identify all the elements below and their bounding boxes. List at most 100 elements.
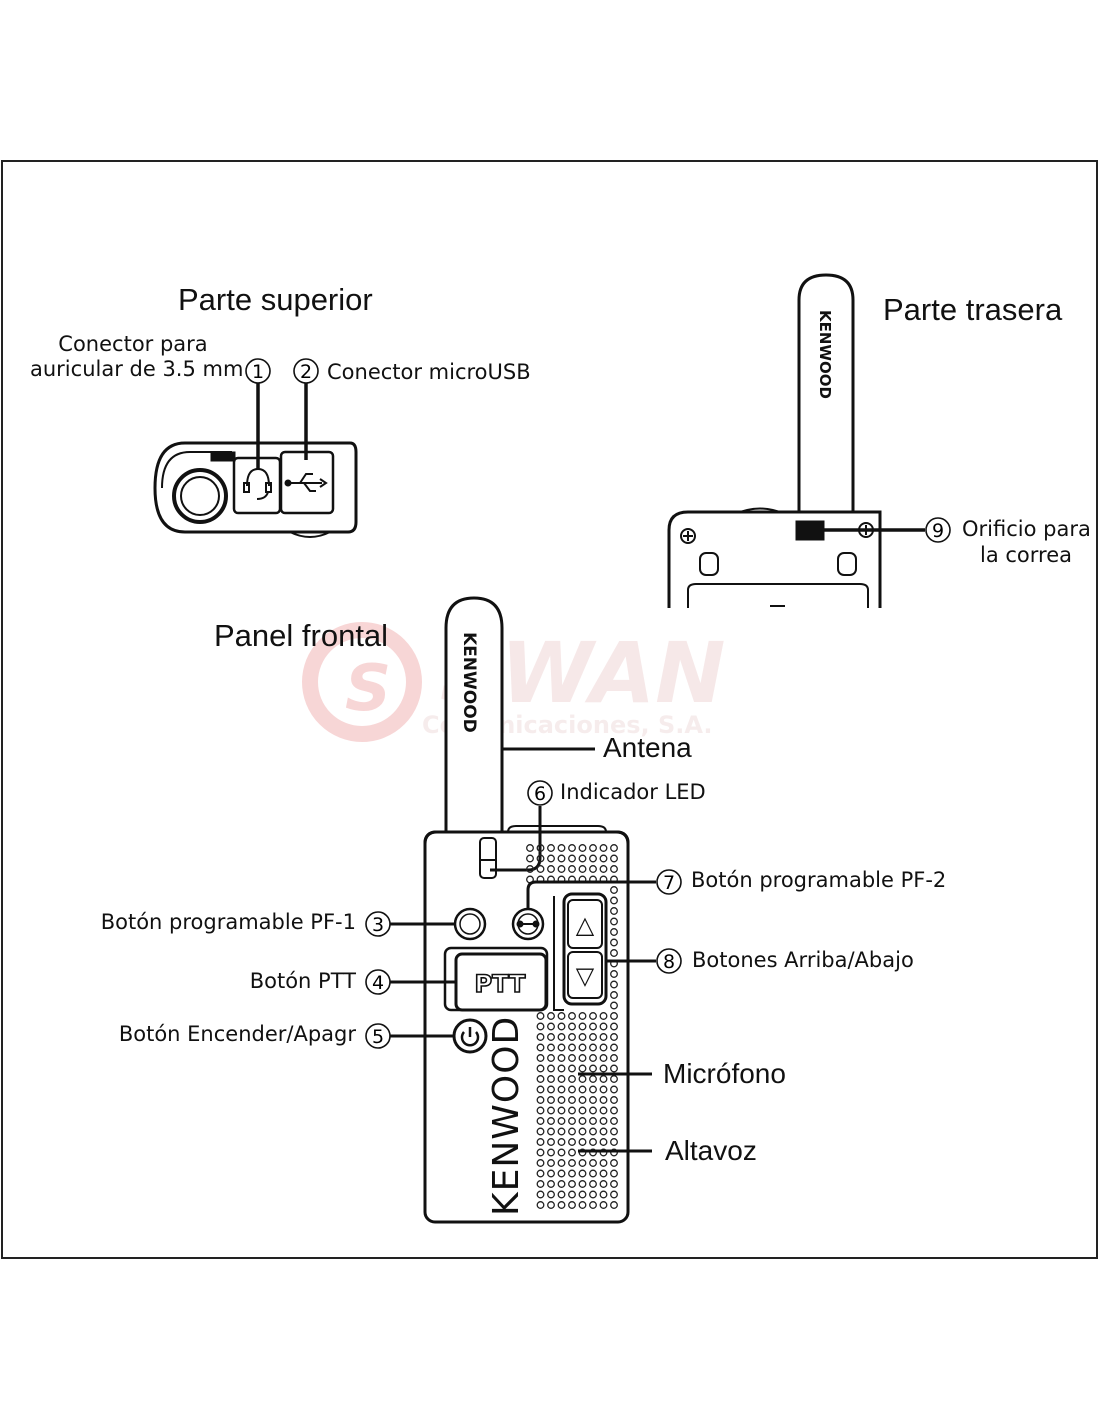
grille-hole	[578, 865, 587, 873]
back-antenna-brand: KENWOOD	[816, 310, 834, 399]
grille-hole	[568, 1033, 576, 1041]
grille-hole	[557, 1033, 566, 1041]
grille-hole	[599, 865, 608, 873]
grille-hole	[536, 1190, 545, 1199]
callout-1-label-line2: auricular de 3.5 mm	[30, 357, 244, 381]
grille-hole	[536, 854, 545, 863]
grille-hole	[599, 1106, 608, 1115]
grille-hole	[547, 1096, 555, 1104]
grille-hole	[589, 1159, 597, 1167]
callout-9-label-line1: Orificio para	[962, 517, 1091, 541]
callout-3-label: Botón programable PF-1	[100, 910, 356, 934]
grille-hole	[610, 1001, 618, 1010]
grille-hole	[610, 970, 618, 978]
down-button[interactable]	[567, 951, 603, 999]
grille-hole	[547, 1117, 555, 1125]
grille-hole	[589, 1054, 597, 1062]
grille-hole	[547, 1148, 555, 1157]
grille-hole	[610, 1201, 618, 1209]
grille-hole	[557, 1054, 566, 1062]
grille-hole	[568, 1190, 576, 1199]
grille-hole	[557, 1106, 566, 1115]
grille-hole	[599, 1169, 608, 1178]
grille-hole	[610, 1096, 618, 1104]
grille-hole	[547, 1169, 555, 1178]
top-view-knob	[172, 468, 228, 524]
speaker-grille	[526, 844, 618, 1209]
grille-hole	[589, 865, 597, 873]
grille-hole	[578, 1033, 587, 1041]
diagram-frame	[1, 160, 1098, 1259]
grille-hole	[557, 1148, 566, 1157]
front-controls	[443, 892, 608, 1054]
grille-hole	[536, 1033, 545, 1041]
grille-hole	[568, 1117, 576, 1125]
grille-hole	[599, 1075, 608, 1083]
grille-hole	[557, 1012, 566, 1020]
grille-hole	[547, 1043, 555, 1052]
strap-hole	[795, 520, 825, 541]
grille-hole	[568, 844, 576, 852]
grille-hole	[610, 854, 618, 863]
callout-2-marker: 2	[293, 358, 319, 384]
grille-hole	[547, 865, 555, 873]
back-antenna	[797, 273, 855, 512]
callout-4-label: Botón PTT	[249, 969, 356, 993]
callout-1-marker: 1	[245, 358, 271, 384]
grille-hole	[557, 1117, 566, 1125]
callout-8-number: 8	[663, 951, 675, 973]
grille-hole	[599, 1043, 608, 1052]
grille-hole	[557, 1096, 566, 1104]
grille-hole	[578, 1180, 587, 1188]
antenna-label: Antena	[603, 732, 692, 763]
callout-markers: 1 2 3 4 5 6 7	[245, 358, 951, 1049]
grille-hole	[599, 854, 608, 863]
callout-8-marker: 8	[656, 948, 682, 974]
grille-hole	[599, 1085, 608, 1094]
grille-hole	[599, 1138, 608, 1146]
callout-5-marker: 5	[365, 1023, 391, 1049]
grille-hole	[610, 1169, 618, 1178]
grille-hole	[610, 938, 618, 947]
grille-hole	[589, 1064, 597, 1073]
grille-hole	[547, 1127, 555, 1136]
grille-hole	[547, 1033, 555, 1041]
grille-hole	[599, 1117, 608, 1125]
grille-hole	[557, 1043, 566, 1052]
grille-hole	[536, 1169, 545, 1178]
grille-hole	[599, 1022, 608, 1031]
grille-hole	[610, 991, 618, 999]
callout-6-number: 6	[534, 783, 546, 805]
grille-hole	[610, 1075, 618, 1083]
grille-hole	[557, 1022, 566, 1031]
watermark-logo-s: S	[345, 652, 391, 726]
grille-hole	[578, 1190, 587, 1199]
callout-7-marker: 7	[656, 869, 682, 895]
grille-hole	[568, 1159, 576, 1167]
grille-hole	[578, 1096, 587, 1104]
up-button[interactable]	[567, 899, 603, 949]
grille-hole	[557, 865, 566, 873]
grille-hole	[578, 854, 587, 863]
grille-hole	[599, 1159, 608, 1167]
front-antenna-brand: KENWOOD	[459, 632, 479, 733]
grille-hole	[610, 865, 618, 873]
grille-hole	[547, 1054, 555, 1062]
front-callout-lines	[390, 880, 656, 1153]
grille-hole	[536, 1138, 545, 1146]
grille-hole	[568, 1054, 576, 1062]
grille-hole	[589, 1138, 597, 1146]
grille-hole	[599, 1127, 608, 1136]
grille-hole	[536, 1012, 545, 1020]
grille-hole	[536, 1064, 545, 1073]
grille-hole	[547, 1022, 555, 1031]
grille-hole	[589, 1169, 597, 1178]
grille-hole	[610, 1159, 618, 1167]
grille-hole	[589, 1180, 597, 1188]
grille-hole	[536, 844, 545, 852]
grille-hole	[526, 844, 534, 852]
grille-hole	[599, 1201, 608, 1209]
grille-hole	[568, 865, 576, 873]
grille-hole	[536, 1117, 545, 1125]
grille-hole	[547, 1201, 555, 1209]
